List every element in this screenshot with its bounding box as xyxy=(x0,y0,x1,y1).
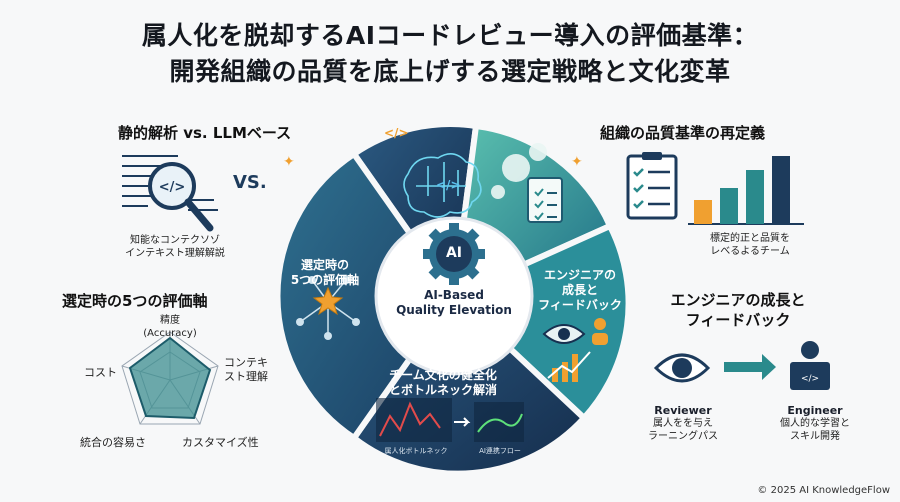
reviewer-sub1: 属人をを与え xyxy=(653,418,713,429)
ai-badge: AI xyxy=(445,245,463,261)
center-line2: Quality Elevation xyxy=(396,303,512,317)
sparkle-icon-2: ✦ xyxy=(571,154,583,170)
ring-diagram xyxy=(274,121,632,477)
radar-chart xyxy=(121,331,219,425)
contextual-line1: 知能なコンテクソゾ xyxy=(130,235,220,246)
person-icon xyxy=(592,318,608,345)
ring-growth-line1: エンジニアの xyxy=(543,268,616,282)
radar-cost: コスト xyxy=(84,366,117,379)
ring-growth-line2: 成長と xyxy=(561,283,598,297)
growth-chart-icon xyxy=(547,351,591,382)
redefine-title: 組織の品質基準の再定義 xyxy=(600,124,766,142)
std-line1: 標定的正と品質を xyxy=(710,233,790,244)
growth-title-2: フィードバック xyxy=(685,311,791,329)
eye-icon xyxy=(542,324,586,344)
bottleneck-chart xyxy=(376,398,524,442)
clipboard-icon xyxy=(527,177,563,223)
center-line1: AI-Based xyxy=(424,288,484,302)
ring-culture-line1: チーム文化の健全化 xyxy=(389,368,497,382)
vs-label: VS. xyxy=(233,172,267,193)
title-line-2: 開発組織の品質を底上げする選定戦略と文化変革 xyxy=(169,57,731,86)
sparkle-icon: ✦ xyxy=(283,154,295,170)
brain-icon xyxy=(403,153,482,218)
code-tag-icon: </> xyxy=(384,126,409,140)
footer-copyright: © 2025 AI KnowledgeFlow xyxy=(757,485,890,496)
star-network-icon xyxy=(296,276,360,340)
static-vs-llm-title: 静的解析 vs. LLMベース xyxy=(118,124,292,142)
reviewer-label: Reviewer xyxy=(654,404,712,417)
ring-axes-line1: 選定時の xyxy=(300,258,349,272)
radar-integration: 統合の容易さ xyxy=(80,436,146,449)
ring-axes-line2: 5つの評価軸 xyxy=(290,273,360,287)
growth-title-1: エンジニアの成長と xyxy=(670,291,806,309)
engineer-label: Engineer xyxy=(787,404,843,417)
reviewer-sub2: ラーニングパス xyxy=(648,431,718,442)
svg-text:</>: </> xyxy=(801,374,819,384)
radar-context-1: コンテキ xyxy=(224,356,268,369)
radar-accuracy-en: (Accuracy) xyxy=(143,328,197,339)
bottleneck-label: 属人化ボトルネック xyxy=(384,447,448,455)
title-line-1: 属人化を脱却するAIコードレビュー導入の評価基準： xyxy=(141,21,759,50)
ring-growth-line3: フィードバック xyxy=(538,298,622,312)
ring-segment-right xyxy=(448,222,632,423)
engineer-sub1: 個人的な学習と xyxy=(780,418,850,429)
center-disc xyxy=(374,216,534,376)
code-tag-icon-2: </> xyxy=(436,178,461,192)
five-axes-title: 選定時の5つの評価軸 xyxy=(62,292,208,310)
reviewer-engineer-icons: </> xyxy=(653,341,830,390)
ring-segment-left xyxy=(274,149,458,443)
gears-icon xyxy=(491,143,547,199)
code-magnifier-icon: </> xyxy=(122,155,218,232)
ring-culture-line2: とボトルネック解消 xyxy=(388,383,497,397)
std-line2: レべるよるチーム xyxy=(710,246,790,257)
radar-accuracy: 精度 xyxy=(160,315,180,326)
radar-context-2: スト理解 xyxy=(224,370,268,383)
engineer-sub2: スキル開発 xyxy=(790,431,840,442)
quality-chart-icon xyxy=(626,152,804,225)
contextual-line2: インテキスト理解解説 xyxy=(125,248,225,259)
ai-flow-label: AI連携フロー xyxy=(479,447,521,455)
svg-text:</>: </> xyxy=(159,180,186,195)
radar-custom: カスタマイズ性 xyxy=(182,436,259,449)
